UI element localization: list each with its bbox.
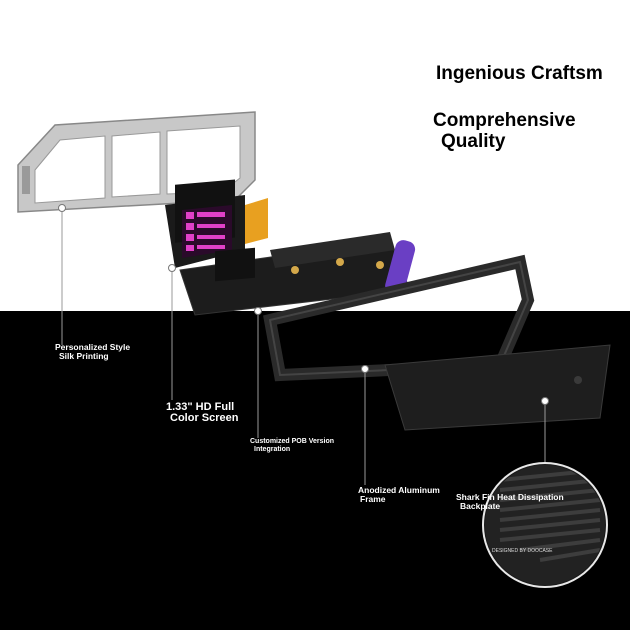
callout-pcb: Customized POB Version Integration [250,438,335,453]
headline-craftsmanship: Ingenious Craftsm [436,63,603,84]
callout-hd-screen: 1.33" HD Full Color Screen [166,401,239,424]
callout-backplate: Shark Fin Heat Dissipation Backplate [456,492,564,511]
callout-dots [58,204,549,405]
backplate-print-text: DESIGNED BY DOOCASE [492,548,553,554]
headline-quality: Quality [441,131,506,152]
callout-silk-printing: Personalized Style Silk Printing [55,342,131,361]
headline-comprehensive: Comprehensive [433,110,576,131]
heat-dissipation-backplate [384,344,611,431]
anodized-aluminum-frame [263,254,535,382]
callout-lines [61,210,546,485]
color-screen-module [165,179,268,268]
fin-detail-magnifier: DESIGNED BY DOOCASE [482,462,608,588]
callout-aluminum-frame: Anodized Aluminum Frame [358,485,440,504]
